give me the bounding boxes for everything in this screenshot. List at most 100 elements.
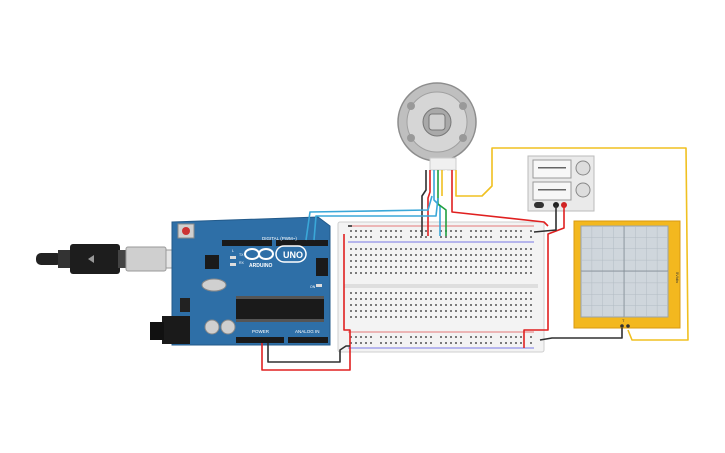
breadboard-hole[interactable] [435, 298, 437, 300]
breadboard-hole[interactable] [465, 316, 467, 318]
breadboard-hole[interactable] [360, 266, 362, 268]
breadboard-hole[interactable] [385, 230, 387, 232]
breadboard-hole[interactable] [355, 266, 357, 268]
breadboard-hole[interactable] [385, 260, 387, 262]
breadboard-hole[interactable] [370, 254, 372, 256]
breadboard-hole[interactable] [500, 230, 502, 232]
breadboard-hole[interactable] [415, 260, 417, 262]
breadboard-hole[interactable] [395, 230, 397, 232]
breadboard-hole[interactable] [490, 236, 492, 238]
breadboard-hole[interactable] [400, 336, 402, 338]
breadboard-hole[interactable] [500, 236, 502, 238]
breadboard-hole[interactable] [510, 266, 512, 268]
breadboard-hole[interactable] [505, 310, 507, 312]
breadboard-hole[interactable] [385, 298, 387, 300]
breadboard-hole[interactable] [420, 336, 422, 338]
breadboard-hole[interactable] [520, 336, 522, 338]
breadboard-hole[interactable] [485, 272, 487, 274]
breadboard-hole[interactable] [405, 310, 407, 312]
breadboard-hole[interactable] [475, 254, 477, 256]
breadboard-hole[interactable] [350, 304, 352, 306]
breadboard-hole[interactable] [360, 298, 362, 300]
breadboard-hole[interactable] [350, 336, 352, 338]
breadboard-hole[interactable] [460, 266, 462, 268]
breadboard-hole[interactable] [470, 316, 472, 318]
breadboard-hole[interactable] [380, 310, 382, 312]
breadboard-hole[interactable] [390, 236, 392, 238]
breadboard-hole[interactable] [380, 254, 382, 256]
breadboard-hole[interactable] [480, 236, 482, 238]
motor-lead-red[interactable] [427, 170, 431, 236]
breadboard-hole[interactable] [505, 298, 507, 300]
breadboard-hole[interactable] [370, 298, 372, 300]
breadboard-hole[interactable] [410, 316, 412, 318]
breadboard-hole[interactable] [365, 298, 367, 300]
breadboard-hole[interactable] [395, 310, 397, 312]
breadboard-hole[interactable] [490, 272, 492, 274]
breadboard-hole[interactable] [475, 272, 477, 274]
breadboard-hole[interactable] [525, 266, 527, 268]
breadboard-hole[interactable] [380, 266, 382, 268]
breadboard-hole[interactable] [365, 316, 367, 318]
breadboard-icon[interactable] [337, 221, 545, 353]
breadboard-hole[interactable] [410, 236, 412, 238]
breadboard-hole[interactable] [520, 254, 522, 256]
breadboard-hole[interactable] [390, 298, 392, 300]
breadboard-hole[interactable] [435, 292, 437, 294]
breadboard-hole[interactable] [410, 298, 412, 300]
breadboard-hole[interactable] [425, 266, 427, 268]
breadboard-hole[interactable] [500, 310, 502, 312]
breadboard-hole[interactable] [530, 292, 532, 294]
breadboard-hole[interactable] [465, 254, 467, 256]
breadboard-hole[interactable] [395, 304, 397, 306]
breadboard-hole[interactable] [450, 336, 452, 338]
breadboard-hole[interactable] [395, 292, 397, 294]
breadboard-hole[interactable] [385, 248, 387, 250]
breadboard-hole[interactable] [515, 336, 517, 338]
breadboard-hole[interactable] [350, 316, 352, 318]
breadboard-hole[interactable] [485, 310, 487, 312]
breadboard-hole[interactable] [445, 298, 447, 300]
breadboard-hole[interactable] [495, 292, 497, 294]
breadboard-hole[interactable] [360, 272, 362, 274]
breadboard-hole[interactable] [480, 266, 482, 268]
breadboard-hole[interactable] [495, 248, 497, 250]
breadboard-hole[interactable] [505, 304, 507, 306]
wire-blue-1[interactable] [305, 195, 433, 241]
breadboard-hole[interactable] [450, 304, 452, 306]
breadboard-hole[interactable] [515, 248, 517, 250]
breadboard-hole[interactable] [355, 230, 357, 232]
breadboard-hole[interactable] [365, 260, 367, 262]
breadboard-hole[interactable] [500, 292, 502, 294]
breadboard-hole[interactable] [520, 230, 522, 232]
breadboard-hole[interactable] [530, 316, 532, 318]
breadboard-hole[interactable] [425, 342, 427, 344]
breadboard-hole[interactable] [430, 236, 432, 238]
breadboard-hole[interactable] [380, 230, 382, 232]
breadboard-hole[interactable] [400, 298, 402, 300]
breadboard-hole[interactable] [420, 260, 422, 262]
breadboard-hole[interactable] [420, 316, 422, 318]
breadboard-hole[interactable] [485, 266, 487, 268]
breadboard-hole[interactable] [440, 292, 442, 294]
breadboard-hole[interactable] [390, 254, 392, 256]
breadboard-hole[interactable] [385, 266, 387, 268]
breadboard-hole[interactable] [465, 272, 467, 274]
breadboard-hole[interactable] [470, 254, 472, 256]
breadboard-hole[interactable] [405, 266, 407, 268]
breadboard-hole[interactable] [530, 248, 532, 250]
breadboard-hole[interactable] [510, 260, 512, 262]
wire-gnd[interactable] [267, 343, 350, 363]
oscilloscope-icon[interactable] [573, 220, 681, 329]
breadboard-hole[interactable] [515, 292, 517, 294]
breadboard-hole[interactable] [410, 336, 412, 338]
breadboard-hole[interactable] [440, 248, 442, 250]
breadboard-hole[interactable] [515, 310, 517, 312]
breadboard-hole[interactable] [365, 310, 367, 312]
breadboard-hole[interactable] [450, 272, 452, 274]
breadboard-hole[interactable] [480, 316, 482, 318]
breadboard-hole[interactable] [385, 310, 387, 312]
breadboard-hole[interactable] [470, 248, 472, 250]
breadboard-hole[interactable] [490, 336, 492, 338]
breadboard-hole[interactable] [455, 310, 457, 312]
